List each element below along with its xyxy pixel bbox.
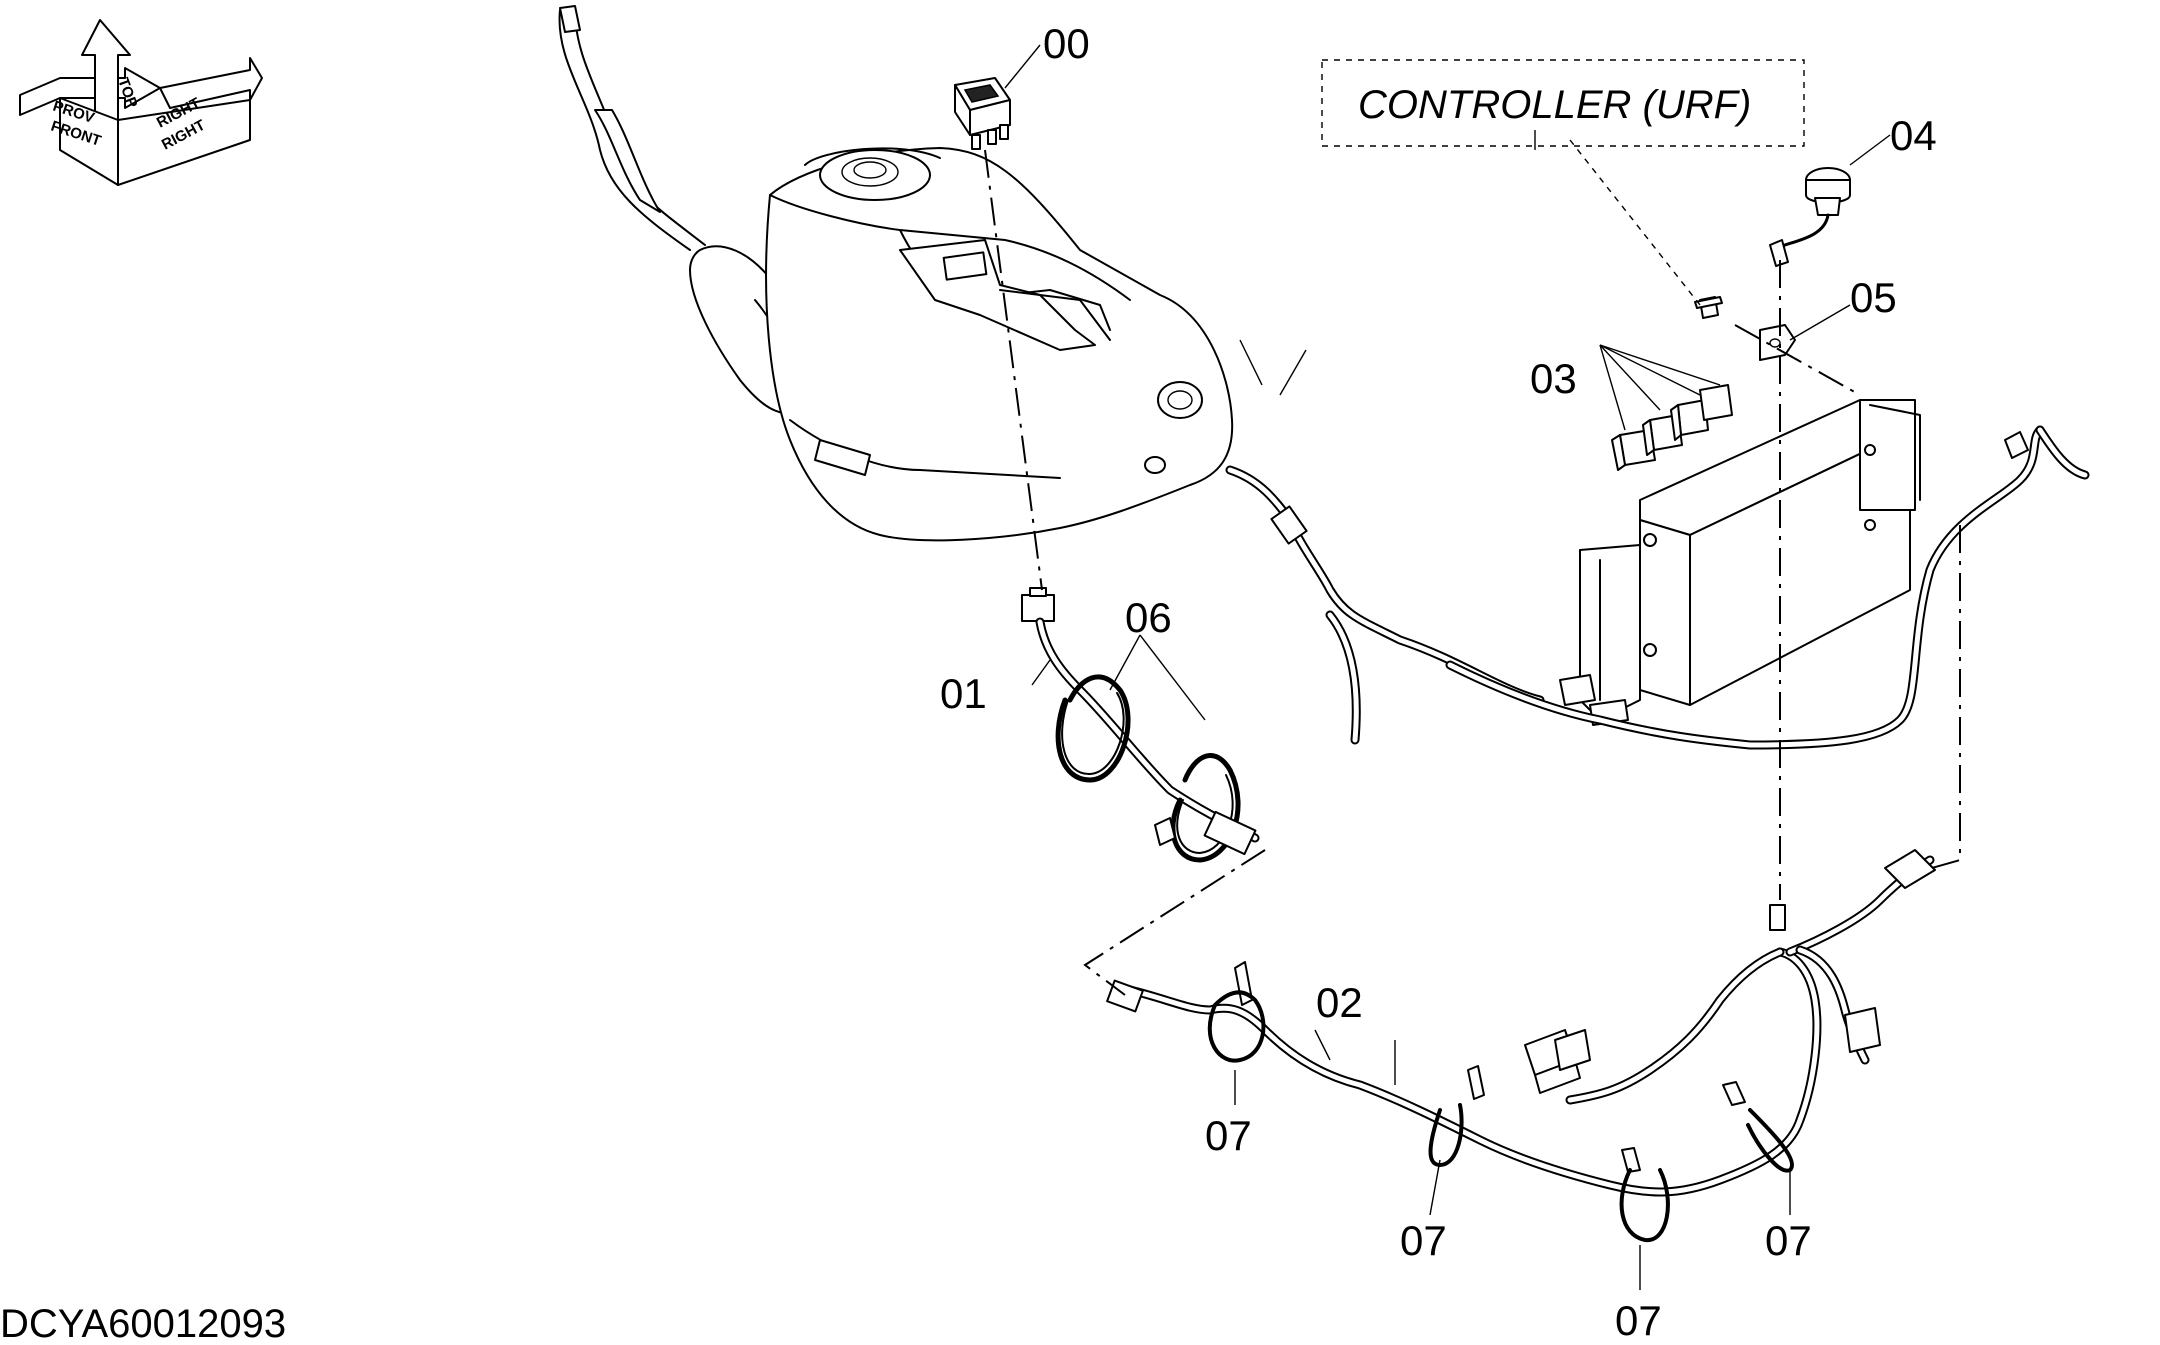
- callout-04: 04: [1890, 112, 1937, 159]
- leader-lines: [1004, 44, 1891, 1290]
- main-cable-routing: [1445, 425, 2090, 750]
- orientation-arrow-icon: PROV FRONT TOP RIGHT RIGHT: [19, 19, 263, 186]
- harness-part-01-06: [1021, 587, 1260, 863]
- callout-03: 03: [1530, 355, 1577, 402]
- callout-06: 06: [1125, 594, 1172, 641]
- callout-07-right: 07: [1765, 1217, 1812, 1264]
- assembly-center-lines: [984, 59, 1961, 996]
- drawing-code: DCYA60012093: [0, 1302, 286, 1345]
- callout-07-left: 07: [1205, 1112, 1252, 1159]
- callout-01: 01: [940, 670, 987, 717]
- controller-box-label: CONTROLLER (URF): [1358, 83, 1751, 127]
- callout-07-mid-left: 07: [1400, 1217, 1447, 1264]
- callout-07-bottom: 07: [1615, 1297, 1662, 1344]
- callout-00: 00: [1043, 20, 1090, 67]
- controller-urf-drawing: [1559, 399, 1921, 726]
- switch-part-04: [1769, 167, 1851, 267]
- callout-02: 02: [1316, 979, 1363, 1026]
- relays-part-03: [1611, 384, 1733, 471]
- harness-part-02: [1106, 849, 1936, 1243]
- switch-part-00: [954, 77, 1011, 150]
- callout-labels: 00 01 02 03 04 05 06 07 07 07 07 CONTROL…: [0, 20, 1937, 1345]
- callout-05: 05: [1850, 274, 1897, 321]
- console-armrest-drawing: [558, 5, 1545, 745]
